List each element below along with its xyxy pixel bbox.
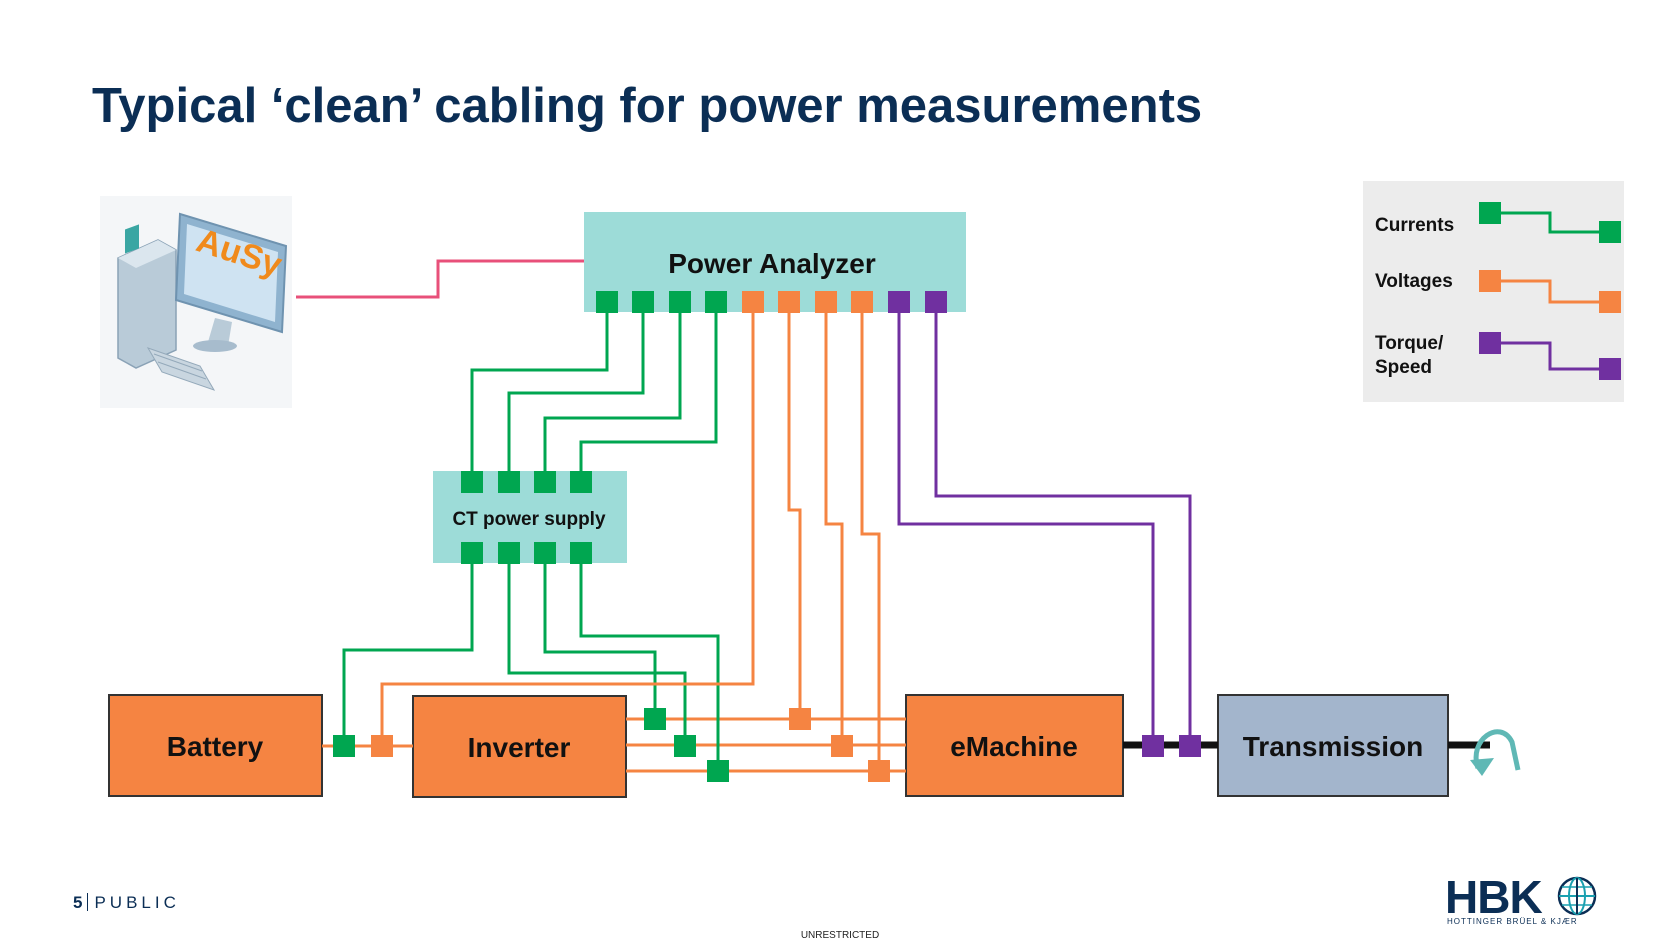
legend-voltages-label: Voltages <box>1375 271 1453 292</box>
analyzer-voltage-ports <box>742 291 873 313</box>
classification-label: UNRESTRICTED <box>800 930 880 941</box>
legend-speed-label: Speed <box>1375 357 1432 378</box>
legend: Currents Voltages Torque/ Speed <box>1363 181 1624 402</box>
ct-ports <box>461 471 592 564</box>
voltage-taps <box>371 708 890 782</box>
current-cables-upper <box>470 313 718 471</box>
emachine-label: eMachine <box>950 731 1078 762</box>
battery-label: Battery <box>167 731 264 762</box>
ct-power-supply-label: CT power supply <box>452 509 606 530</box>
current-cables-lower <box>342 564 720 760</box>
rotation-arrow-icon <box>1470 729 1521 776</box>
legend-voltages-swatch <box>1479 270 1621 313</box>
ac-phase-cables <box>626 717 906 773</box>
battery-box <box>108 694 323 797</box>
globe-icon <box>1557 876 1597 916</box>
voltage-cables <box>380 313 881 760</box>
slide-title: Typical ‘clean’ cabling for power measur… <box>92 79 1203 133</box>
current-sensors <box>333 708 729 782</box>
footer-separator <box>87 893 89 911</box>
computer-icon: AuSy <box>100 196 292 408</box>
power-analyzer-label: Power Analyzer <box>668 248 876 279</box>
network-cable <box>296 259 584 299</box>
analyzer-torque-ports <box>888 291 947 313</box>
footer-label: PUBLIC <box>94 893 180 912</box>
torque-speed-cables <box>897 313 1192 735</box>
page-number: 5 <box>73 893 83 912</box>
legend-torque-swatch <box>1479 332 1621 380</box>
analyzer-current-ports <box>596 291 727 313</box>
logo-subtitle: HOTTINGER BRÜEL & KJÆR <box>1447 917 1578 926</box>
emachine-box <box>905 694 1124 797</box>
hbk-logo: HBK HOTTINGER BRÜEL & KJÆR <box>1445 870 1605 930</box>
transmission-box <box>1217 694 1449 797</box>
inverter-box <box>412 695 627 798</box>
footer-page-info: 5 PUBLIC <box>73 893 180 913</box>
legend-currents-swatch <box>1479 202 1621 243</box>
legend-currents-label: Currents <box>1375 215 1454 236</box>
inverter-label: Inverter <box>468 732 571 763</box>
transmission-label: Transmission <box>1243 731 1424 762</box>
logo-word: HBK <box>1445 871 1543 923</box>
legend-torque-label: Torque/ <box>1375 333 1444 354</box>
torque-speed-sensors <box>1142 735 1201 757</box>
